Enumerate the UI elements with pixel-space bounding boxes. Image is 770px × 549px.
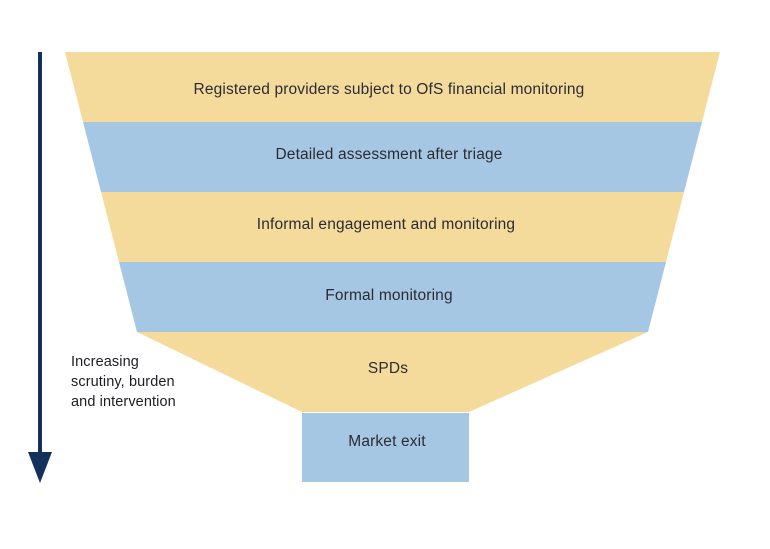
- funnel-band-5-label: SPDs: [368, 360, 408, 377]
- funnel-band-4[interactable]: [119, 262, 666, 332]
- funnel-band-6[interactable]: [302, 413, 469, 482]
- down-arrow-icon: [28, 52, 52, 483]
- funnel-band-3[interactable]: [101, 192, 684, 262]
- funnel-band-2[interactable]: [83, 122, 702, 192]
- funnel-band-1[interactable]: [65, 52, 720, 122]
- funnel-band-3-label: Informal engagement and monitoring: [257, 216, 515, 233]
- arrow-head: [28, 452, 52, 483]
- funnel-band-2-label: Detailed assessment after triage: [275, 146, 502, 163]
- axis-caption-line-2: scrutiny, burden: [71, 374, 175, 390]
- funnel-band-6-label: Market exit: [348, 433, 426, 450]
- funnel-band-5[interactable]: [137, 332, 648, 412]
- axis-caption-line-1: Increasing: [71, 354, 139, 370]
- funnel-band-4-label: Formal monitoring: [325, 287, 452, 304]
- funnel-band-1-label: Registered providers subject to OfS fina…: [194, 81, 585, 98]
- axis-caption-line-3: and intervention: [71, 394, 176, 410]
